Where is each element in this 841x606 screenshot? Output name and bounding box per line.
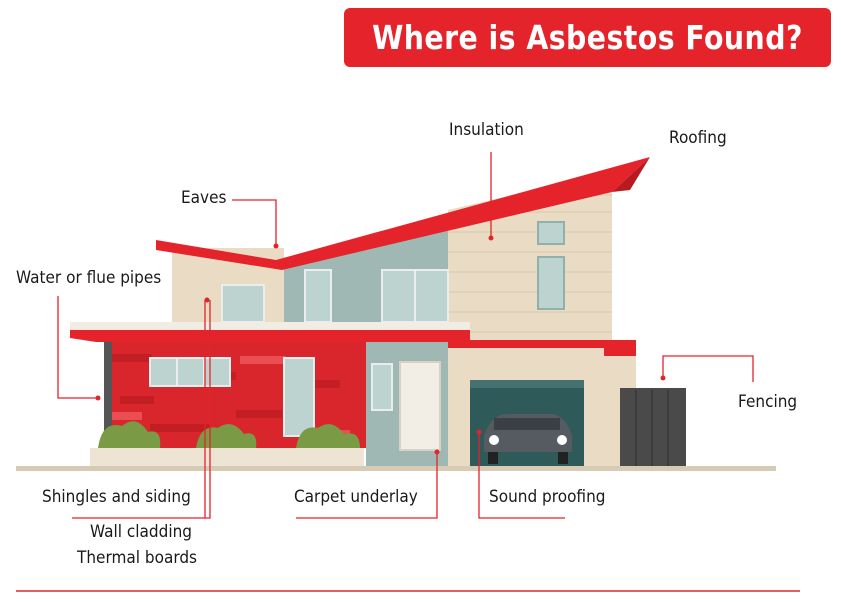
right-tower [448, 172, 612, 348]
middle-upper [284, 220, 449, 323]
label-roofing: Roofing [669, 128, 727, 148]
lower-roof [70, 330, 470, 342]
label-wall-cladding: Wall cladding [90, 522, 193, 542]
entry [366, 340, 448, 466]
fence [620, 388, 686, 466]
balcony-slab [70, 322, 470, 332]
label-insulation: Insulation [449, 120, 524, 140]
label-fencing: Fencing [738, 392, 798, 412]
page-title: Where is Asbestos Found? [372, 18, 803, 57]
planter [90, 448, 364, 466]
garage-block [448, 340, 636, 466]
leader-dots [95, 235, 666, 455]
label-carpet: Carpet underlay [294, 487, 418, 507]
ground-line [16, 466, 776, 471]
label-sound: Sound proofing [489, 487, 606, 507]
label-shingles: Shingles and siding [42, 487, 191, 507]
bushes [98, 421, 360, 448]
title-banner: Where is Asbestos Found? [344, 8, 831, 67]
label-water-pipes: Water or flue pipes [16, 268, 162, 288]
leader-lines [57, 152, 754, 519]
label-thermal: Thermal boards [77, 548, 198, 568]
label-eaves: Eaves [181, 188, 227, 208]
